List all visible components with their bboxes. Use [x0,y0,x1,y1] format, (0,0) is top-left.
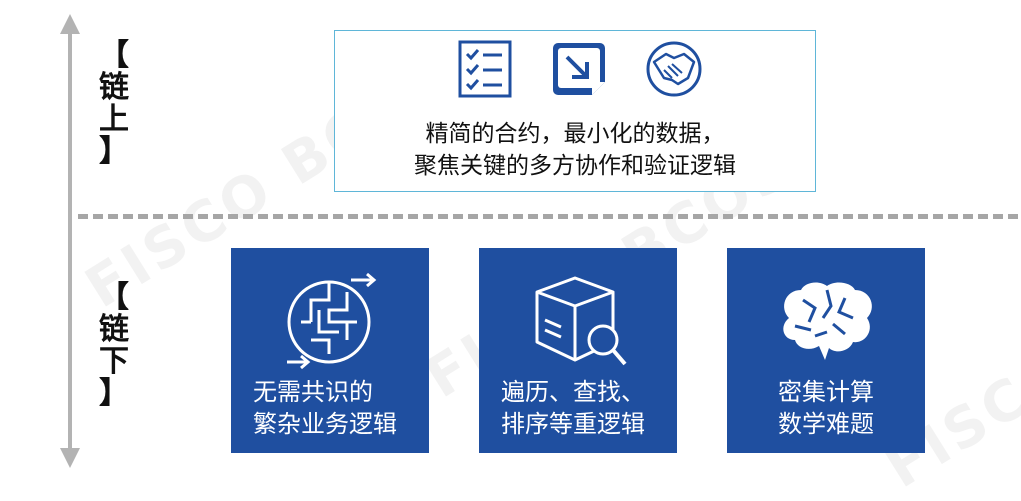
arrow-up-icon [60,14,80,34]
checklist-icon [458,40,512,98]
maze-icon [287,272,377,370]
card-line-1: 无需共识的 [253,378,373,406]
offchain-label: 【 链 下 】 [99,280,129,411]
onchain-label: 【 链 上 】 [99,38,129,169]
offchain-card-business-logic: 无需共识的 繁杂业务逻辑 [231,248,429,453]
vertical-axis [68,30,72,452]
card-line-1: 遍历、查找、 [501,378,645,406]
onchain-line-1: 精简的合约，最小化的数据， [425,121,725,147]
card-line-1: 密集计算 [778,378,874,406]
card-line-2: 排序等重逻辑 [501,410,645,438]
offchain-card-computation: 密集计算 数学难题 [727,248,925,453]
handshake-icon [646,41,702,97]
onchain-line-2: 聚焦关键的多方协作和验证逻辑 [414,153,736,179]
onchain-offchain-divider [78,214,1018,219]
box-search-icon [535,276,627,366]
arrow-down-right-icon [553,43,605,95]
onchain-description: 精简的合约，最小化的数据， 聚焦关键的多方协作和验证逻辑 [334,118,816,182]
arrow-down-icon [60,448,80,468]
card-line-2: 繁杂业务逻辑 [253,410,397,438]
offchain-card-heavy-logic: 遍历、查找、 排序等重逻辑 [479,248,677,453]
brain-icon [783,282,872,360]
card-line-2: 数学难题 [778,410,874,438]
